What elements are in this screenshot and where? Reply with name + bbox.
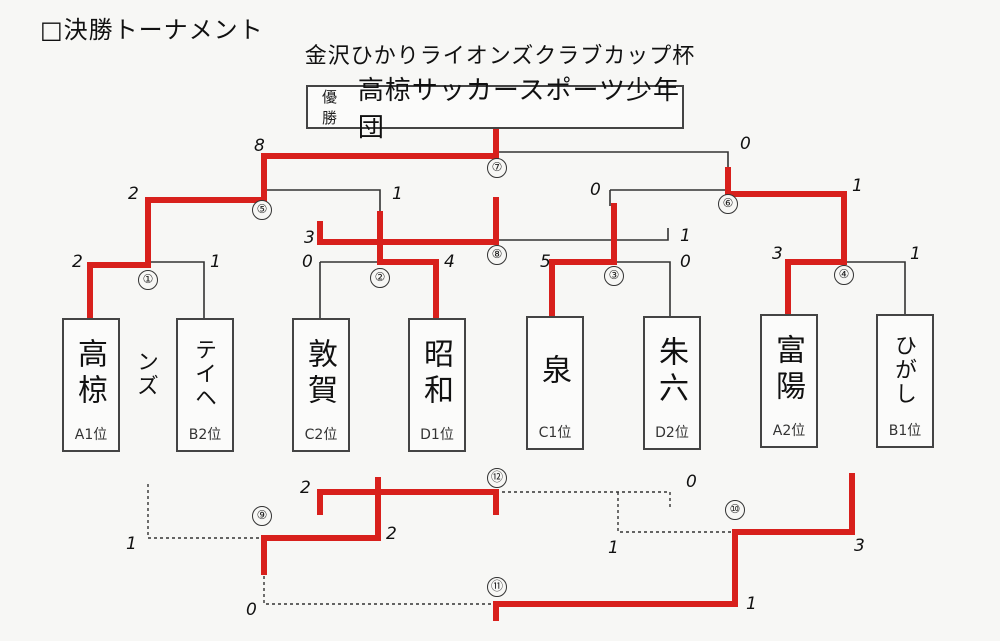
score-m4-right: 1: [910, 244, 921, 264]
team-name: 泉: [536, 354, 571, 390]
score-m9-right: 2: [386, 524, 397, 544]
score-m3-left: 5: [540, 252, 551, 272]
champion-box: 優勝 高椋サッカースポーツ少年団: [306, 76, 684, 143]
team-name: 敦賀: [302, 338, 337, 410]
score-m5-right: 1: [392, 184, 403, 204]
match-11-label: ⑪: [487, 577, 507, 597]
team-name: 富陽: [770, 334, 805, 406]
team-rank: B1位: [888, 423, 922, 439]
score-m10-left: 1: [608, 538, 619, 558]
score-m6-right: 1: [852, 176, 863, 196]
score-m7-right: 0: [740, 134, 751, 154]
score-m6-left: 0: [590, 180, 601, 200]
score-m11-right: 1: [746, 594, 757, 614]
line-m4-right: [844, 261, 906, 316]
team-box-2: テイヘンズ B2位: [133, 318, 234, 452]
match-9-label: ⑨: [252, 506, 272, 526]
red-path-m12-a: [317, 477, 381, 515]
score-m1-right: 1: [210, 252, 221, 272]
score-m9-left: 1: [126, 534, 137, 554]
score-m7-left: 8: [254, 136, 265, 156]
score-m8-right: 1: [680, 226, 691, 246]
match-7-label: ⑦: [487, 158, 507, 178]
match-12-label: ⑫: [487, 468, 507, 488]
team-box-7: 富陽 A2位: [760, 314, 818, 448]
match-4-label: ④: [834, 265, 854, 285]
match-1-label: ①: [138, 270, 158, 290]
match-3-label: ③: [604, 266, 624, 286]
match-10-label: ⑩: [725, 500, 745, 520]
score-m11-left: 0: [246, 600, 257, 620]
team-box-4: 昭和 D1位: [408, 318, 466, 452]
team-box-8: ひがし B1位: [876, 314, 934, 448]
team-box-6: 朱六 D2位: [643, 316, 701, 450]
line-m8-right: [496, 228, 669, 241]
bracket-winner-lines: [87, 127, 855, 621]
team-name: ひがし: [891, 334, 916, 406]
team-rank: A1位: [74, 427, 108, 443]
red-path-m9: [261, 491, 381, 575]
score-m4-left: 3: [772, 244, 783, 264]
red-path-takamuku: [87, 127, 499, 321]
bracket-dashed-lines: [147, 484, 735, 605]
cup-title: 金沢ひかりライオンズクラブカップ杯: [304, 44, 696, 69]
red-path-m10-m11: [493, 473, 855, 621]
team-rank: C2位: [304, 427, 338, 443]
dash-m9-left: [147, 484, 264, 539]
team-name: 朱六: [653, 336, 688, 408]
score-m1-left: 2: [72, 252, 83, 272]
team-rank: D1位: [420, 427, 454, 443]
bracket-black-lines: [148, 130, 906, 318]
score-m2-left: 0: [302, 252, 313, 272]
team-name: テイヘンズ: [133, 338, 216, 410]
match-2-label: ②: [370, 268, 390, 288]
red-path-tomiyo: [725, 167, 847, 319]
red-path-m12-b: [375, 489, 499, 515]
score-m3-right: 0: [680, 252, 691, 272]
team-box-3: 敦賀 C2位: [292, 318, 350, 452]
red-path-m8: [317, 197, 499, 245]
team-name: 昭和: [418, 338, 453, 410]
red-path-izumi: [549, 203, 617, 319]
line-sf5-right: [264, 189, 381, 214]
team-rank: D2位: [655, 425, 689, 441]
dash-m11-left: [263, 576, 496, 605]
dash-m10-left: [617, 492, 735, 533]
score-m8-left: 3: [304, 228, 315, 248]
score-m2-right: 4: [444, 252, 455, 272]
red-path-showa: [377, 211, 439, 321]
team-name: 高椋: [72, 338, 107, 410]
dash-m12-right: [496, 491, 671, 510]
score-m12-left: 2: [300, 478, 311, 498]
line-m3-right: [610, 261, 671, 316]
score-m12-right: 0: [686, 472, 697, 492]
match-6-label: ⑥: [718, 194, 738, 214]
team-rank: B2位: [188, 427, 222, 443]
team-rank: A2位: [772, 423, 806, 439]
champion-name: 高椋サッカースポーツ少年団: [357, 76, 681, 143]
line-m1-right: [148, 261, 205, 318]
page-title: □決勝トーナメント: [40, 16, 264, 44]
team-rank: C1位: [538, 425, 572, 441]
team-box-1: 高椋 A1位: [62, 318, 120, 452]
score-m10-right: 3: [854, 536, 865, 556]
team-box-5: 泉 C1位: [526, 316, 584, 450]
champion-label: 優勝: [322, 88, 338, 127]
match-5-label: ⑤: [252, 200, 272, 220]
score-m5-left: 2: [128, 184, 139, 204]
match-8-label: ⑧: [487, 245, 507, 265]
